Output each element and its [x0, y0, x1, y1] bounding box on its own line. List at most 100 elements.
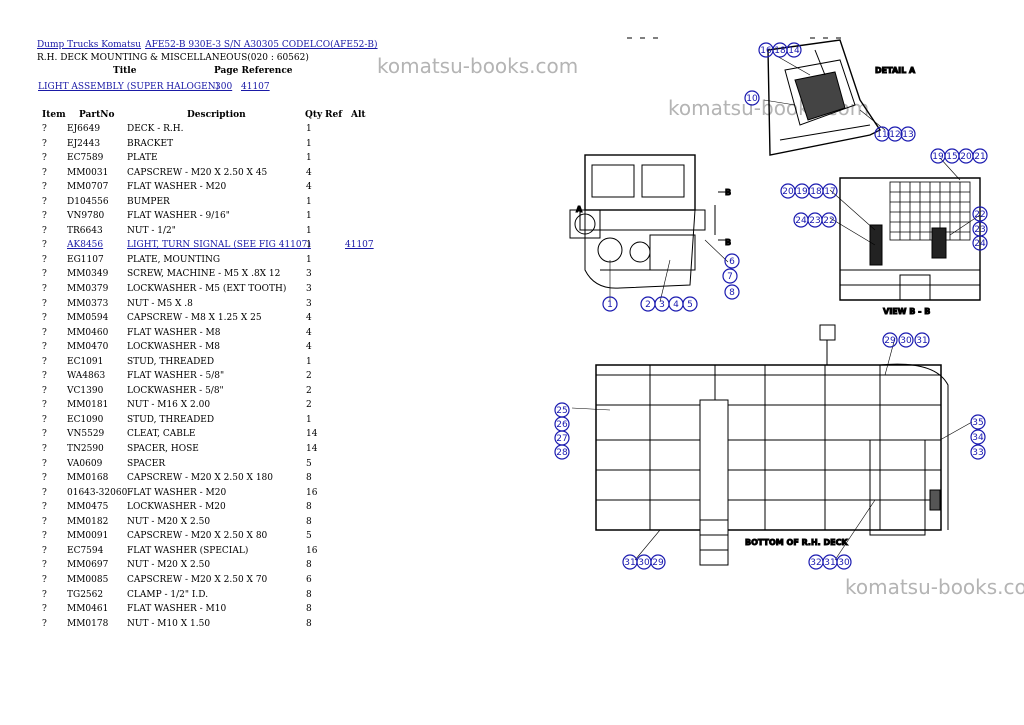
assembly-title-link[interactable]: LIGHT ASSEMBLY (SUPER HALOGEN) [38, 82, 220, 92]
assembly-row: LIGHT ASSEMBLY (SUPER HALOGEN) 300 41107 [37, 82, 337, 96]
svg-text:23: 23 [974, 225, 985, 235]
svg-text:31: 31 [916, 336, 927, 346]
part-ref[interactable]: 41107 [345, 240, 374, 251]
part-number: MM0031 [67, 167, 109, 178]
parts-table-header: Item PartNo Description Qty Ref Alt [37, 110, 377, 124]
svg-text:33: 33 [972, 448, 983, 458]
part-number: D104556 [67, 196, 109, 207]
callout-2: 2 [640, 296, 656, 312]
part-item: ? [42, 414, 47, 425]
callout-23: 23 [972, 221, 988, 237]
callout-15: 15 [944, 148, 960, 164]
callout-11: 11 [874, 126, 890, 142]
svg-text:22: 22 [823, 216, 834, 226]
svg-text:22: 22 [974, 210, 985, 220]
part-item: ? [42, 385, 47, 396]
part-qty: 1 [306, 254, 312, 265]
svg-text:4: 4 [673, 300, 679, 310]
svg-text:1: 1 [607, 300, 613, 310]
part-item: ? [42, 284, 47, 295]
part-number: VN9780 [67, 211, 105, 222]
part-item: ? [42, 313, 47, 324]
leader-lines [571, 54, 981, 561]
breadcrumb-model-link[interactable]: AFE52-B 930E-3 S/N A30305 CODELCO(AFE52-… [145, 40, 378, 50]
part-number: 01643-32060 [67, 487, 128, 498]
part-number: VN5529 [67, 429, 105, 440]
bottom-deck-label: BOTTOM OF R.H. DECK [745, 538, 848, 547]
part-item: ? [42, 327, 47, 338]
svg-text:29: 29 [884, 336, 896, 346]
part-qty: 16 [306, 545, 318, 556]
part-item: ? [42, 153, 47, 164]
svg-text:24: 24 [974, 239, 986, 249]
part-number: EC7594 [67, 545, 104, 556]
callout-33: 33 [970, 444, 986, 460]
svg-text:2: 2 [645, 300, 651, 310]
callout-22: 22 [821, 212, 837, 228]
callout-31: 31 [822, 554, 838, 570]
part-qty: 1 [306, 240, 312, 251]
callout-21: 21 [972, 148, 988, 164]
part-item: ? [42, 531, 47, 542]
callout-31: 31 [914, 332, 930, 348]
svg-text:34: 34 [972, 433, 984, 443]
part-description: LOCKWASHER - M5 (EXT TOOTH) [127, 284, 287, 295]
part-qty: 2 [306, 400, 312, 411]
part-number: MM0707 [67, 182, 109, 193]
part-item: ? [42, 560, 47, 571]
assembly-ref2-link[interactable]: 41107 [241, 82, 270, 92]
part-item: ? [42, 138, 47, 149]
part-item: ? [42, 269, 47, 280]
part-number: MM0594 [67, 313, 109, 324]
part-item: ? [42, 574, 47, 585]
callout-18: 18 [772, 42, 788, 58]
breadcrumb-root-link[interactable]: Dump Trucks Komatsu [37, 40, 142, 50]
svg-text:19: 19 [932, 152, 944, 162]
part-description[interactable]: LIGHT, TURN SIGNAL (SEE FIG 41107) [127, 240, 311, 251]
callout-28: 28 [554, 444, 570, 460]
svg-text:17: 17 [824, 187, 835, 197]
svg-text:30: 30 [838, 558, 850, 568]
callout-30: 30 [636, 554, 652, 570]
callout-32: 32 [808, 554, 824, 570]
assembly-page-ref-header: Page Reference [214, 66, 293, 76]
part-description: NUT - M20 X 2.50 [127, 560, 211, 571]
callout-1: 1 [602, 296, 618, 312]
part-qty: 3 [306, 269, 312, 280]
diagram-linework: B B A [569, 37, 981, 566]
svg-text:19: 19 [796, 187, 808, 197]
part-item: ? [42, 196, 47, 207]
part-number: MM0091 [67, 531, 109, 542]
svg-text:30: 30 [900, 336, 912, 346]
part-item: ? [42, 167, 47, 178]
part-number: MM0470 [67, 342, 109, 353]
part-qty: 1 [306, 196, 312, 207]
part-qty: 4 [306, 342, 312, 353]
part-description: CLAMP - 1/2" I.D. [127, 589, 209, 600]
part-qty: 1 [306, 356, 312, 367]
part-qty: 8 [306, 516, 312, 527]
callout-35: 35 [970, 414, 986, 430]
parts-diagram: B B A [554, 37, 988, 570]
part-number[interactable]: AK8456 [67, 240, 104, 251]
svg-text:7: 7 [727, 272, 733, 282]
svg-text:12: 12 [889, 130, 900, 140]
part-description: NUT - M5 X .8 [127, 298, 193, 309]
part-qty: 5 [306, 531, 312, 542]
assembly-ref1-link[interactable]: 300 [215, 82, 233, 92]
